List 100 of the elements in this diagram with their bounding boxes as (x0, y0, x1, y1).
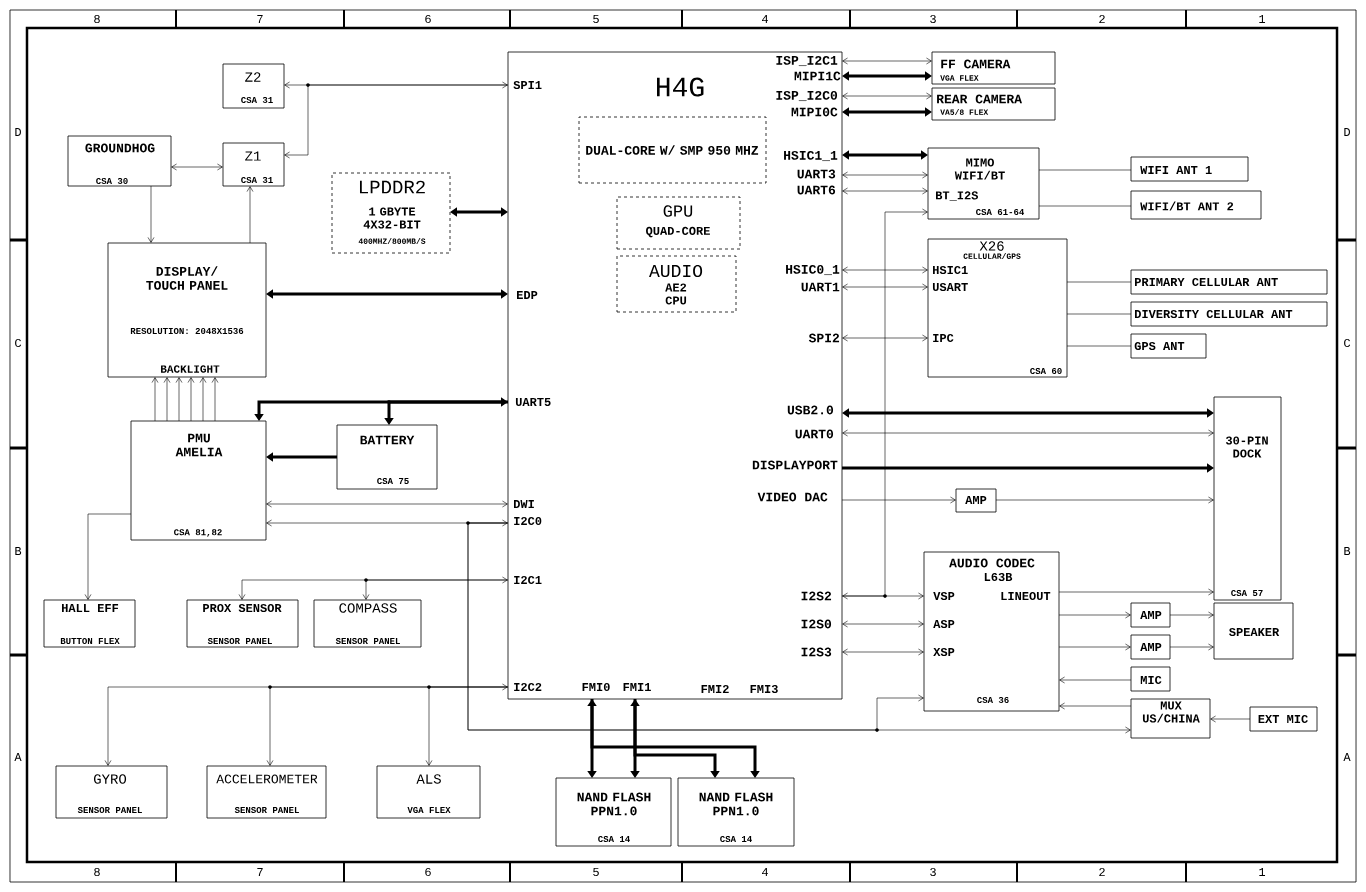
arrow (842, 408, 1214, 418)
port-label: HSIC0_1 (786, 264, 840, 276)
arrow (633, 699, 720, 778)
component-box: Z1 CSA 31 (222, 142, 285, 187)
arrow (171, 163, 223, 171)
zone-label: B (1344, 547, 1351, 555)
arrow (842, 620, 924, 628)
arrow (842, 171, 928, 179)
arrow (1058, 643, 1131, 651)
connector-line (1038, 169, 1132, 171)
port-label: ISP_I2C0 (776, 90, 838, 102)
port-label: FMI2 (701, 685, 729, 693)
component-box: PROX SENSOR SENSOR PANEL (186, 599, 299, 648)
port-label: DWI (514, 500, 534, 508)
zone-label: 5 (593, 15, 599, 23)
antenna-box: DIVERSITY CELLULAR ANT (1130, 301, 1328, 327)
arrow (590, 699, 760, 778)
component-box: HALL EFF BUTTON FLEX (43, 599, 136, 648)
arrow (842, 187, 928, 195)
component-box: MUX US/CHINA (1130, 698, 1211, 739)
port-label: SPI1 (513, 80, 542, 90)
zone-label: C (15, 338, 22, 348)
zone-label: 2 (1099, 15, 1105, 23)
port-label: USART (932, 282, 968, 292)
arrow (151, 377, 159, 422)
node-label: CSA 36 (977, 696, 1009, 704)
port-label: USB2.0 (787, 405, 834, 415)
arrow (842, 334, 928, 342)
zone-label: 8 (94, 867, 100, 877)
port-label: I2C2 (514, 682, 542, 692)
arrow (841, 496, 956, 504)
component-box: NAND FLASH PPN1.0 CSA 14 (555, 777, 672, 847)
component-box: EXT MIC (1249, 706, 1318, 732)
zone-label: D (15, 128, 21, 136)
port-label: DISPLAYPORT (752, 460, 838, 470)
connector-line (1038, 205, 1132, 207)
zone-label: 6 (425, 14, 431, 24)
node-label: CELLULAR/GPS (963, 253, 1021, 259)
zone-label: 4 (762, 868, 768, 876)
port-label: FMI1 (623, 683, 651, 691)
antenna-box: GPS ANT (1130, 333, 1207, 359)
port-label: I2C0 (514, 516, 542, 526)
arrow (266, 500, 508, 508)
zone-label: D (1344, 128, 1350, 136)
zone-label: B (15, 547, 22, 555)
zone-label: 6 (425, 867, 431, 877)
zone-label: C (1344, 338, 1351, 348)
arrow (175, 377, 183, 422)
zone-label: 7 (257, 868, 263, 876)
arrow (211, 377, 219, 422)
component-box: BATTERY CSA 75 (336, 424, 438, 490)
arrow (467, 522, 924, 731)
arrow (587, 699, 597, 778)
zone-label: 1 (1259, 15, 1266, 23)
antenna-box: WIFI/BT ANT 2 (1130, 190, 1262, 220)
component-box: PMU AMELIA CSA 81,82 (130, 420, 267, 541)
component-box: DISPLAY/ TOUCH PANEL RESOLUTION: 2048X1536 BACKLIGHT (107, 242, 267, 378)
zone-label: 3 (930, 867, 936, 877)
arrow (1059, 702, 1132, 710)
arrow (266, 519, 508, 527)
zone-label: 1 (1259, 868, 1266, 876)
port-label: UART3 (797, 169, 836, 179)
port-label: FMI3 (750, 684, 778, 694)
port-label: HSIC1_1 (784, 150, 838, 162)
port-label: VIDEO DAC (757, 492, 828, 502)
port-label: SPI2 (808, 333, 840, 343)
arrow (425, 686, 509, 766)
arrow (450, 207, 508, 217)
zone-label: 8 (94, 14, 100, 24)
component-box: SPEAKER (1213, 602, 1294, 660)
component-box: AMP (1130, 634, 1171, 660)
arrow (842, 429, 1214, 437)
port-label: UART0 (795, 429, 834, 439)
port-label: UART1 (801, 282, 840, 292)
arrow (187, 377, 195, 422)
port-label: LINEOUT (1001, 591, 1051, 601)
arrow (842, 283, 928, 291)
arrow (266, 289, 508, 299)
zone-label: 4 (762, 15, 768, 23)
zone-label: 7 (257, 15, 263, 23)
arrow (1059, 676, 1132, 684)
node-label: L63B (984, 572, 1013, 582)
antenna-box: PRIMARY CELLULAR ANT (1130, 269, 1328, 295)
component-box: FF CAMERA VGA FLEX (931, 51, 1056, 85)
arrow (842, 150, 928, 160)
arrow (1058, 611, 1131, 619)
port-label: FMI0 (582, 682, 610, 692)
component-box: GROUNDHOG CSA 30 (67, 135, 172, 187)
connector-line (1066, 313, 1132, 315)
port-label: MIPI1C (794, 71, 841, 81)
port-label: VSP (933, 591, 955, 601)
component-box: MIC (1130, 666, 1171, 692)
arrow (1210, 715, 1251, 723)
component-box: GYRO SENSOR PANEL (55, 765, 168, 819)
node-label: AUDIO CODEC (949, 558, 1035, 568)
arrow (246, 186, 254, 244)
arrow (842, 92, 932, 100)
core-block: AUDIO AE2 CPU (616, 255, 737, 313)
port-label: I2C1 (514, 575, 542, 585)
memory-block: LPDDR2 1 GBYTE 4X32-BIT 400MHZ/800MB/S (331, 172, 451, 254)
